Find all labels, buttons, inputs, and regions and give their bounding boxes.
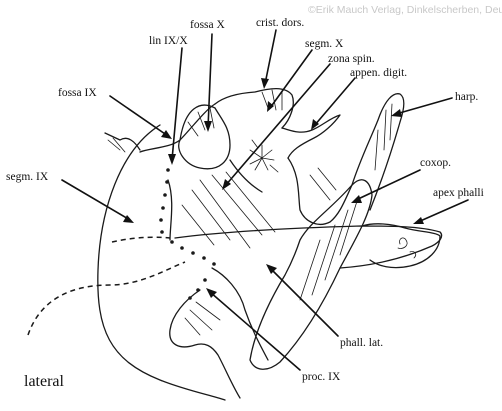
label-zona-spin: zona spin. [328, 53, 375, 65]
label-coxop: coxop. [420, 157, 451, 169]
apex-phalli [362, 224, 440, 268]
leader-lin-ix-x [172, 48, 182, 160]
hidden-contour-upper [112, 237, 170, 242]
label-harp: harp. [455, 91, 478, 103]
leader-crist-dors [265, 30, 276, 84]
leader-segm-ix [62, 180, 130, 220]
leader-apex-phalli [418, 200, 468, 222]
phallus-lateralis [212, 268, 268, 360]
crista-dorsalis [215, 89, 293, 128]
label-phall-lat: phall. lat. [340, 337, 383, 349]
label-appen-digit: appen. digit. [350, 67, 407, 79]
label-proc-ix: proc. IX [302, 371, 341, 383]
fossa-ix-outline [140, 104, 215, 152]
leader-fossa-ix [110, 96, 168, 136]
labels: fossa X crist. dors. lin IX/X segm. X zo… [6, 17, 484, 390]
leader-phall-lat [270, 268, 338, 336]
fossa-x-lobe [179, 105, 230, 169]
leader-coxop [356, 170, 420, 200]
label-segm-x: segm. X [305, 38, 344, 50]
label-apex-phalli: apex phalli [433, 187, 484, 199]
leader-proc-ix [210, 292, 300, 370]
watermark-text: ©Erik Mauch Verlag, Dinkelscherben, Deut… [308, 4, 502, 16]
label-lateral: lateral [24, 373, 65, 390]
zona-spinosa [250, 140, 278, 172]
leader-lines [62, 30, 468, 370]
hidden-contour-lower [28, 262, 185, 335]
leader-harp [396, 98, 452, 114]
harpago [352, 94, 404, 210]
label-lin-ix-x: lin IX/X [149, 35, 188, 47]
appendix-digitiformis [282, 115, 340, 158]
leader-appen-digit [314, 78, 355, 126]
segment-ix-outline [98, 125, 225, 400]
label-fossa-ix: fossa IX [58, 87, 97, 99]
label-segm-ix: segm. IX [6, 171, 49, 183]
label-crist-dors: crist. dors. [256, 17, 304, 29]
specimen-drawing [28, 89, 442, 400]
processus-ix [170, 290, 240, 398]
label-fossa-x: fossa X [190, 19, 226, 31]
phallus-shaft [175, 226, 442, 268]
leader-segm-x [270, 50, 312, 108]
